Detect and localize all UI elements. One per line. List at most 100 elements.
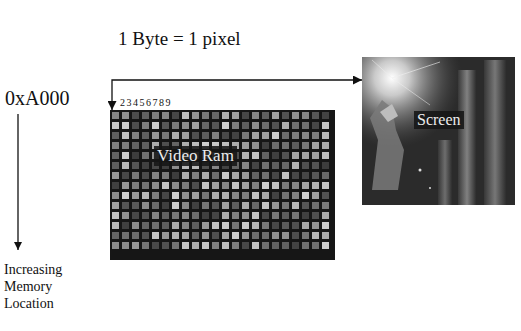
memory-cell xyxy=(322,112,329,119)
memory-cell xyxy=(282,212,289,219)
memory-cell xyxy=(242,142,249,149)
memory-cell xyxy=(192,202,199,209)
memory-cell xyxy=(122,202,129,209)
memory-cell xyxy=(192,242,199,249)
memory-cell xyxy=(122,222,129,229)
memory-cell xyxy=(222,232,229,239)
memory-cell xyxy=(162,172,169,179)
memory-cell xyxy=(202,172,209,179)
memory-cell xyxy=(212,232,219,239)
memory-cell xyxy=(142,132,149,139)
memory-cell xyxy=(252,142,259,149)
memory-cell xyxy=(182,172,189,179)
memory-cell xyxy=(302,182,309,189)
node-label: Screen xyxy=(414,111,464,129)
memory-cell xyxy=(162,122,169,129)
memory-cell xyxy=(322,222,329,229)
memory-cell xyxy=(232,222,239,229)
memory-cell xyxy=(292,112,299,119)
memory-cell xyxy=(322,132,329,139)
memory-cell xyxy=(262,162,269,169)
memory-cell xyxy=(152,192,159,199)
edge-label: 1 Byte = 1 pixel xyxy=(118,28,241,51)
memory-cell xyxy=(142,242,149,249)
memory-cell xyxy=(272,182,279,189)
memory-cell xyxy=(172,132,179,139)
screen-box: Screen xyxy=(362,57,515,205)
memory-cell xyxy=(282,222,289,229)
memory-cell xyxy=(232,212,239,219)
memory-cell xyxy=(262,142,269,149)
memory-cell xyxy=(272,212,279,219)
memory-cell xyxy=(242,202,249,209)
memory-cell xyxy=(112,132,119,139)
memory-cell xyxy=(282,142,289,149)
memory-cell xyxy=(282,242,289,249)
memory-cell xyxy=(322,152,329,159)
memory-cell xyxy=(122,212,129,219)
memory-cell xyxy=(142,232,149,239)
memory-cell xyxy=(162,132,169,139)
memory-cell xyxy=(302,202,309,209)
memory-cell xyxy=(262,242,269,249)
memory-cell xyxy=(242,222,249,229)
memory-cell xyxy=(132,172,139,179)
memory-cell xyxy=(262,232,269,239)
memory-cell xyxy=(182,222,189,229)
memory-cell xyxy=(182,112,189,119)
memory-cell xyxy=(302,222,309,229)
memory-cell xyxy=(212,172,219,179)
memory-cell xyxy=(292,212,299,219)
memory-cell xyxy=(122,182,129,189)
memory-cell xyxy=(272,172,279,179)
memory-cell xyxy=(162,222,169,229)
memory-cell xyxy=(222,212,229,219)
memory-cell xyxy=(262,132,269,139)
memory-cell xyxy=(172,122,179,129)
memory-cell xyxy=(122,172,129,179)
memory-cell xyxy=(272,202,279,209)
memory-cell xyxy=(132,152,139,159)
memory-cell xyxy=(112,112,119,119)
memory-cell xyxy=(152,202,159,209)
memory-cell xyxy=(282,202,289,209)
memory-cell xyxy=(142,152,149,159)
connector-arrow xyxy=(112,80,362,110)
memory-cell xyxy=(182,202,189,209)
memory-cell xyxy=(172,192,179,199)
memory-cell xyxy=(272,242,279,249)
memory-cell xyxy=(152,182,159,189)
memory-cell xyxy=(122,142,129,149)
memory-cell xyxy=(112,172,119,179)
memory-cell xyxy=(242,152,249,159)
memory-cell xyxy=(252,172,259,179)
memory-cell xyxy=(232,182,239,189)
memory-cell xyxy=(292,202,299,209)
memory-cell xyxy=(242,242,249,249)
memory-cell xyxy=(172,222,179,229)
memory-cell xyxy=(272,162,279,169)
video-ram-grid: Video Ram xyxy=(110,110,335,260)
memory-cell xyxy=(132,142,139,149)
memory-cell xyxy=(322,182,329,189)
memory-cell xyxy=(312,232,319,239)
memory-cell xyxy=(302,242,309,249)
memory-cell xyxy=(242,132,249,139)
memory-cell xyxy=(252,242,259,249)
memory-cell xyxy=(212,242,219,249)
memory-cell xyxy=(282,192,289,199)
memory-cell xyxy=(122,232,129,239)
memory-cell xyxy=(322,122,329,129)
memory-cell xyxy=(202,192,209,199)
memory-cell xyxy=(222,132,229,139)
memory-cell xyxy=(112,212,119,219)
memory-cell xyxy=(252,152,259,159)
memory-cell xyxy=(132,242,139,249)
memory-cell xyxy=(202,112,209,119)
memory-cell xyxy=(302,152,309,159)
memory-cell xyxy=(172,182,179,189)
memory-cell xyxy=(192,122,199,129)
memory-cell xyxy=(152,122,159,129)
memory-cell xyxy=(322,202,329,209)
